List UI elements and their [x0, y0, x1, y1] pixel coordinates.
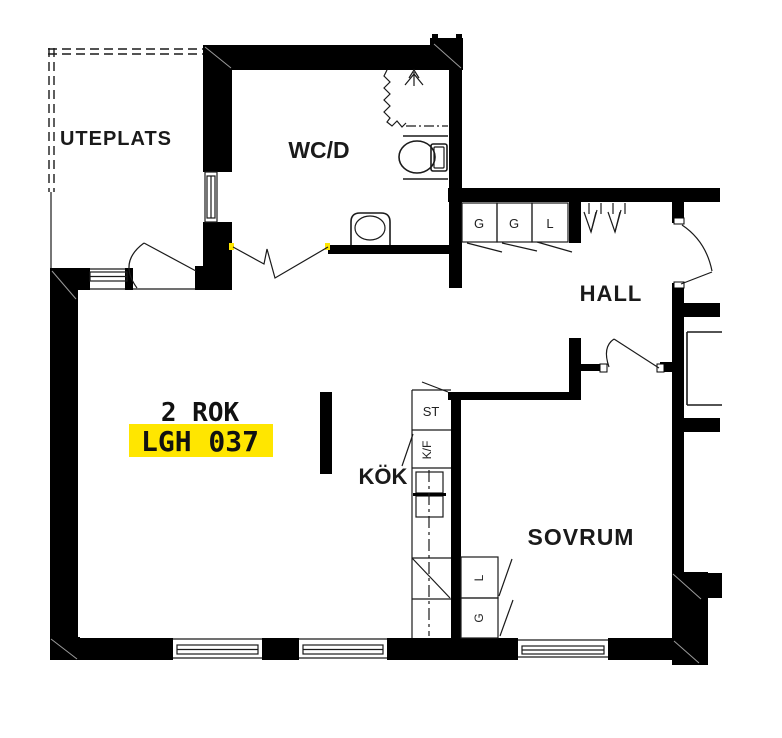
sovrum-closet-g-label: G [472, 613, 486, 622]
entry-door [673, 217, 713, 289]
room-label-kok: KÖK [359, 464, 408, 489]
sink-icon [350, 212, 391, 245]
unit-type-label: 2 ROK [161, 398, 240, 428]
window-bottom-1 [173, 638, 262, 660]
closet-label-l: L [546, 216, 553, 231]
unit-id-highlight [129, 424, 273, 457]
doors [128, 217, 713, 373]
room-label-hall: HALL [580, 281, 643, 306]
uteplats-boundary [48, 48, 203, 268]
windows [89, 171, 608, 660]
room-label-uteplats: UTEPLATS [60, 128, 172, 150]
room-label-sovrum: SOVRUM [528, 524, 635, 550]
kitchen-unit-st-label: ST [423, 404, 440, 419]
walls [50, 34, 722, 665]
window-divider [204, 171, 218, 223]
window-left [89, 268, 128, 290]
shaft-outline [686, 331, 722, 406]
hall-closets: G G L [461, 202, 573, 253]
sovrum-closet-l-label: L [472, 574, 486, 581]
closet-label-g1: G [474, 216, 484, 231]
sovrum-door [599, 338, 665, 373]
window-sovrum [518, 638, 608, 660]
shower-symbol-icon [404, 68, 424, 86]
kitchen-counter: ST K/F [401, 381, 451, 638]
sovrum-closets: L G [460, 556, 514, 639]
unit-labels: 2 ROK LGH 037 [129, 398, 273, 458]
coat-rack-icon [583, 203, 626, 235]
wcd-door [229, 243, 330, 279]
balcony-door [128, 242, 197, 290]
window-bottom-2 [299, 638, 387, 660]
room-label-wcd: WC/D [288, 137, 349, 163]
toilet-icon [398, 135, 448, 180]
unit-id-label: LGH 037 [141, 425, 259, 458]
shower-curtain [383, 69, 407, 128]
wall-hatching [50, 43, 702, 664]
closet-label-g2: G [509, 216, 519, 231]
kitchen-unit-kf-label: K/F [420, 441, 434, 460]
bathroom-fixtures [350, 68, 448, 245]
